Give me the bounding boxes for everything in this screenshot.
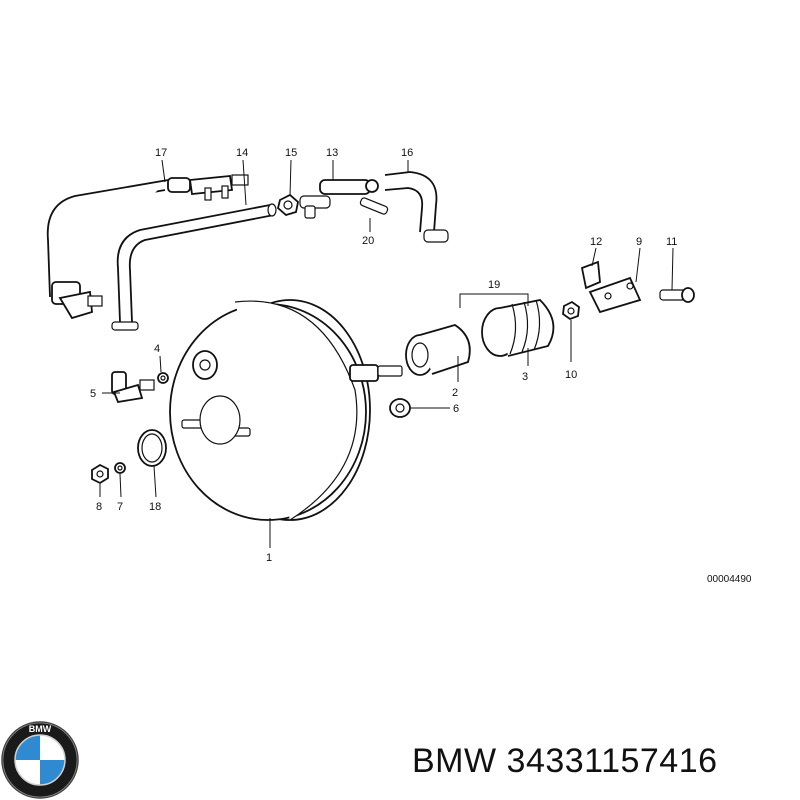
drawing-number: 00004490 xyxy=(707,574,752,585)
elbow-fitting-5 xyxy=(111,371,155,404)
callout-2: 2 xyxy=(452,387,458,399)
callout-18: 18 xyxy=(149,501,161,513)
brand-part-label: BMW 34331157416 xyxy=(412,742,718,781)
grommet-6 xyxy=(389,398,411,418)
nut-8 xyxy=(91,463,109,485)
clip-12 xyxy=(580,260,601,290)
washer-7 xyxy=(114,462,126,474)
fork-9 xyxy=(588,276,642,314)
bracket-19 xyxy=(459,293,529,308)
vacuum-hose-14 xyxy=(111,203,277,331)
boot-3 xyxy=(481,299,555,357)
vacuum-hose-17 xyxy=(46,174,249,320)
callout-20: 20 xyxy=(362,235,374,247)
callout-9: 9 xyxy=(636,236,642,248)
callout-3: 3 xyxy=(522,371,528,383)
brake-booster-1 xyxy=(169,299,403,521)
leader-lines xyxy=(99,159,674,548)
callout-15: 15 xyxy=(285,147,297,159)
nut-10 xyxy=(562,300,580,321)
check-valve-13 xyxy=(299,179,379,219)
washer-4 xyxy=(157,372,169,384)
pin-11 xyxy=(659,287,695,303)
sleeve-2 xyxy=(405,324,471,376)
pin-20 xyxy=(359,197,389,215)
part-number: 34331157416 xyxy=(506,742,718,780)
o-ring-18 xyxy=(137,429,167,467)
svg-text:BMW: BMW xyxy=(29,724,52,734)
callout-7: 7 xyxy=(117,501,123,513)
nut-15 xyxy=(276,193,299,217)
callout-14: 14 xyxy=(236,147,248,159)
callout-10: 10 xyxy=(565,369,577,381)
bmw-logo-icon: BMW xyxy=(1,721,79,799)
callout-labels: 17 14 15 13 16 20 12 9 11 19 4 5 2 3 10 … xyxy=(90,147,677,564)
callout-17: 17 xyxy=(155,147,167,159)
brand-name: BMW xyxy=(412,742,497,780)
callout-4: 4 xyxy=(154,343,160,355)
callout-6: 6 xyxy=(453,403,459,415)
hose-elbow-16 xyxy=(384,171,449,243)
callout-1: 1 xyxy=(266,552,272,564)
callout-11: 11 xyxy=(666,236,677,248)
callout-8: 8 xyxy=(96,501,102,513)
callout-16: 16 xyxy=(401,147,413,159)
callout-19: 19 xyxy=(488,279,500,291)
callout-5: 5 xyxy=(90,388,96,400)
callout-12: 12 xyxy=(590,236,602,248)
callout-13: 13 xyxy=(326,147,338,159)
